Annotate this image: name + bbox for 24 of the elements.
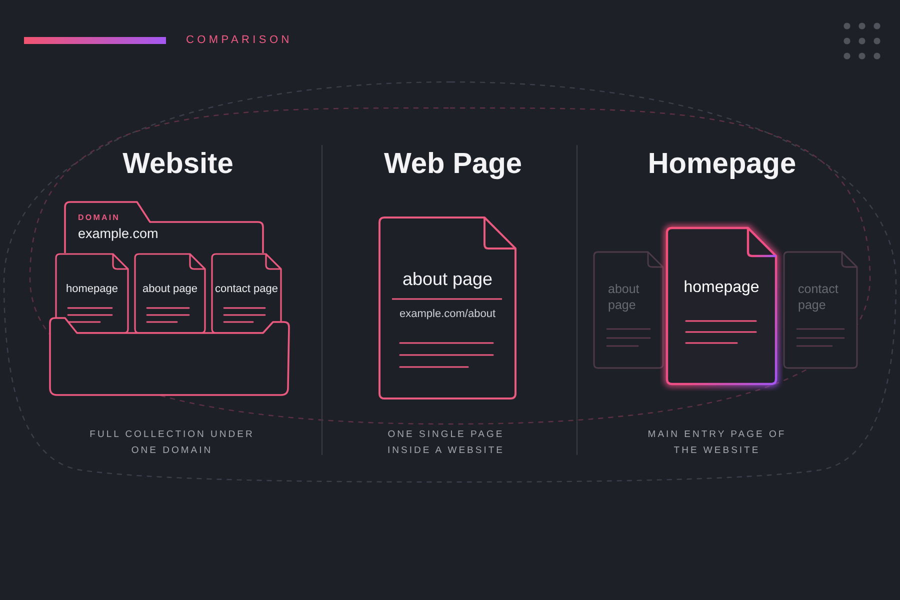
field-label: DOMAIN (78, 213, 120, 222)
page-title: contact page (798, 281, 838, 313)
column-caption: ONE SINGLE PAGE INSIDE A WEBSITE (386, 428, 506, 458)
column-caption: FULL COLLECTION UNDER ONE DOMAIN (88, 428, 256, 458)
document-page (211, 253, 282, 334)
page-title: about page (142, 283, 198, 296)
document-page (134, 253, 206, 334)
page-url: example.com/about (400, 308, 496, 321)
page-title: homepage (66, 283, 118, 296)
page-title: contact page (215, 283, 278, 296)
document-page (593, 251, 664, 369)
document-page (55, 253, 129, 334)
page-title: homepage (684, 279, 760, 298)
column-heading: Web Page (384, 150, 522, 179)
document-page (378, 216, 517, 400)
domain-text: example.com (78, 226, 158, 242)
page-title: about page (402, 269, 493, 290)
folder (48, 200, 292, 398)
column-heading: Homepage (648, 150, 796, 179)
document-page (783, 251, 858, 369)
column-heading: Website (122, 150, 234, 179)
section-label: COMPARISON (186, 34, 292, 47)
page-title: about page (608, 281, 640, 313)
column-caption: MAIN ENTRY PAGE OF THE WEBSITE (646, 428, 788, 458)
